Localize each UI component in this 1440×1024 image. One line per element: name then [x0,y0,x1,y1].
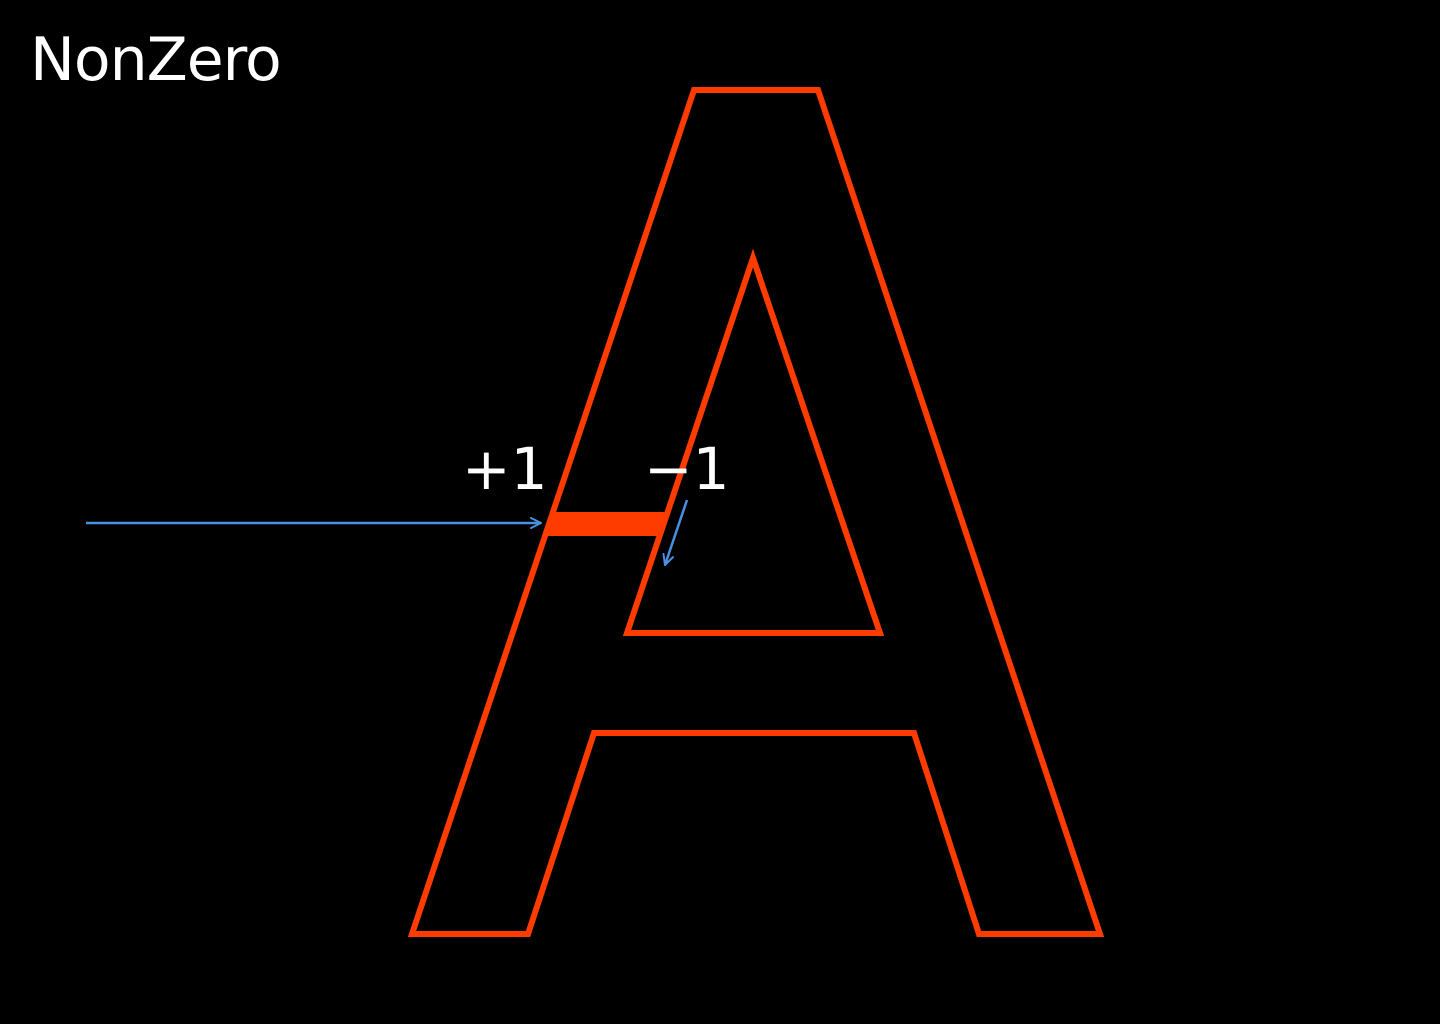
label-minus-one: −1 [644,435,730,503]
glyph-inner-contour [622,248,885,636]
glyph-outer-contour [407,87,1105,937]
label-plus-one: +1 [462,435,548,503]
page-title: NonZero [30,25,282,95]
filled-crossing-segment [545,512,668,536]
direction-arrow-icon [662,499,689,566]
